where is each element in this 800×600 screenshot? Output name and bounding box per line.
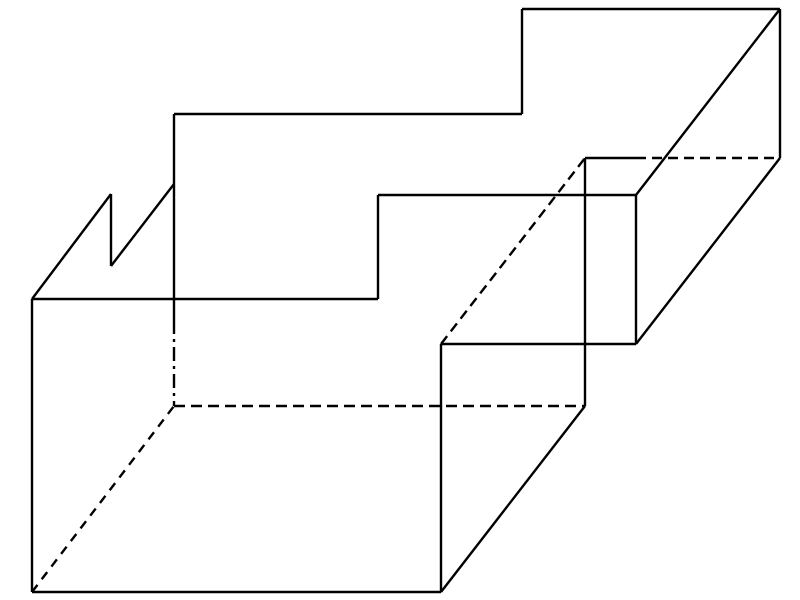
hidden-inner-slant-edge: [440, 157, 586, 345]
notch-outer-edge: [31, 193, 112, 300]
visible-edges: [30, 7, 782, 594]
lower-right-slant-edge: [635, 157, 781, 345]
notch-inner-edge: [110, 183, 175, 267]
hidden-bottom-slant-edge: [31, 405, 175, 593]
hidden-edges: [31, 156, 780, 593]
bottom-right-slant-edge: [440, 405, 586, 593]
upper-slant-edge: [635, 8, 781, 196]
